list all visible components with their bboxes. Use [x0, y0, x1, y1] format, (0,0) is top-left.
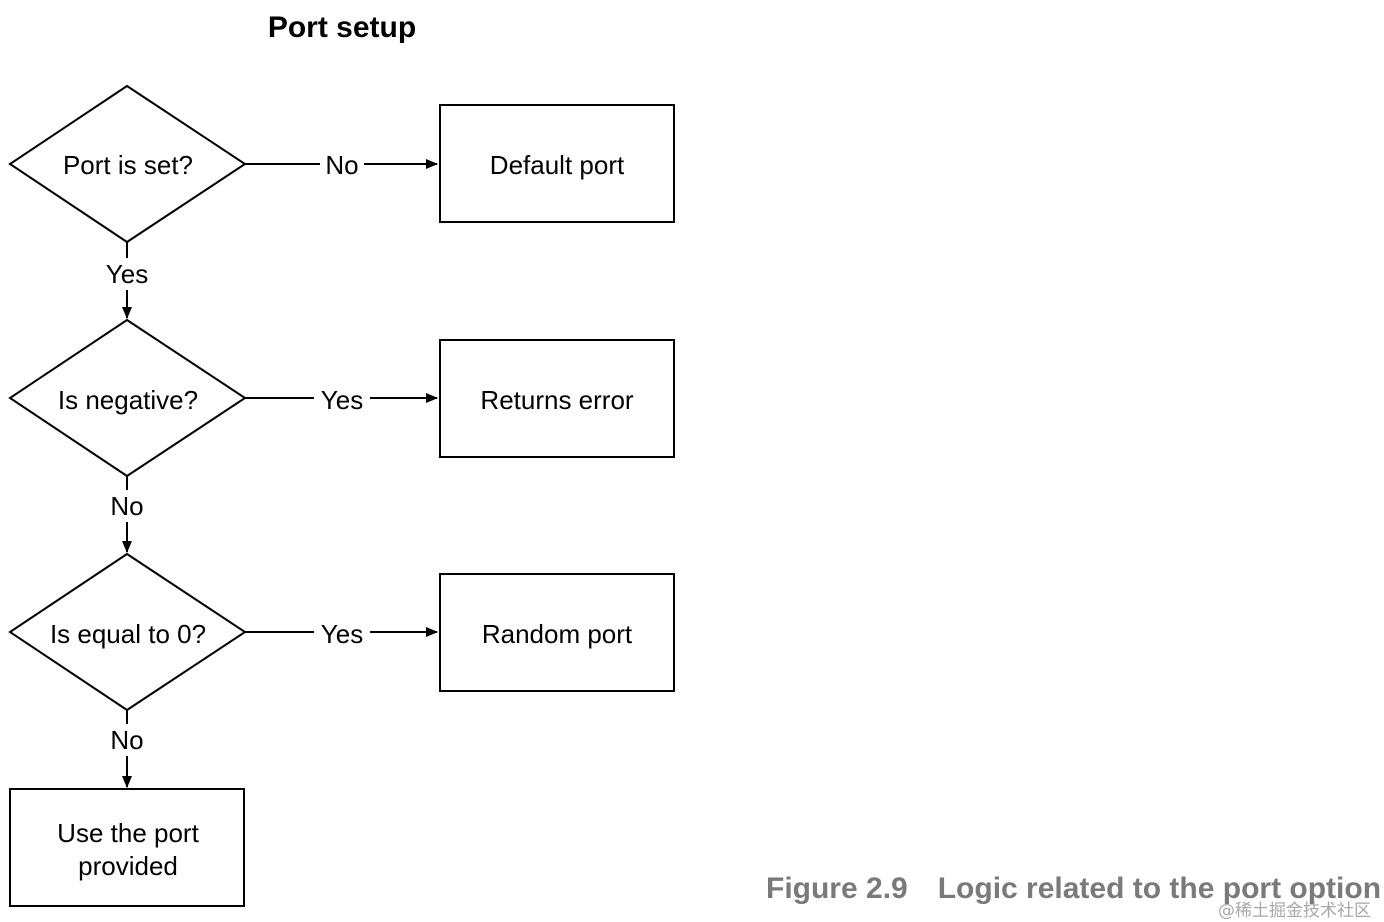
edge-zero-no-label: No [110, 725, 143, 755]
process-use-port-provided-label-line2: provided [78, 851, 178, 881]
edge-negative-no-label: No [110, 491, 143, 521]
process-default-port [439, 104, 675, 223]
edge-port-set-no-label: No [325, 150, 358, 180]
decision-port-is-set-label: Port is set? [63, 150, 193, 180]
edge-negative-yes-label: Yes [321, 385, 363, 415]
process-returns-error-label: Returns error [480, 385, 633, 415]
figure-number: Figure 2.9 [766, 872, 908, 905]
decision-is-equal-zero-label: Is equal to 0? [50, 619, 206, 649]
watermark: @稀土掘金技术社区 [1218, 901, 1371, 921]
process-returns-error [439, 339, 675, 458]
process-random-port [439, 573, 675, 692]
process-use-port-provided [9, 788, 245, 907]
process-random-port-label: Random port [482, 619, 633, 649]
process-use-port-provided-label-line1: Use the port [57, 818, 199, 848]
decision-is-negative-label: Is negative? [58, 385, 198, 415]
figure-caption-text: Logic related to the port option [937, 872, 1382, 905]
edge-port-set-yes-label: Yes [106, 259, 148, 289]
figure-caption: Figure 2.9 Logic related to the port opti… [766, 872, 1381, 906]
diagram-title: Port setup [268, 11, 416, 44]
process-default-port-label: Default port [490, 150, 625, 180]
edge-zero-yes-label: Yes [321, 619, 363, 649]
